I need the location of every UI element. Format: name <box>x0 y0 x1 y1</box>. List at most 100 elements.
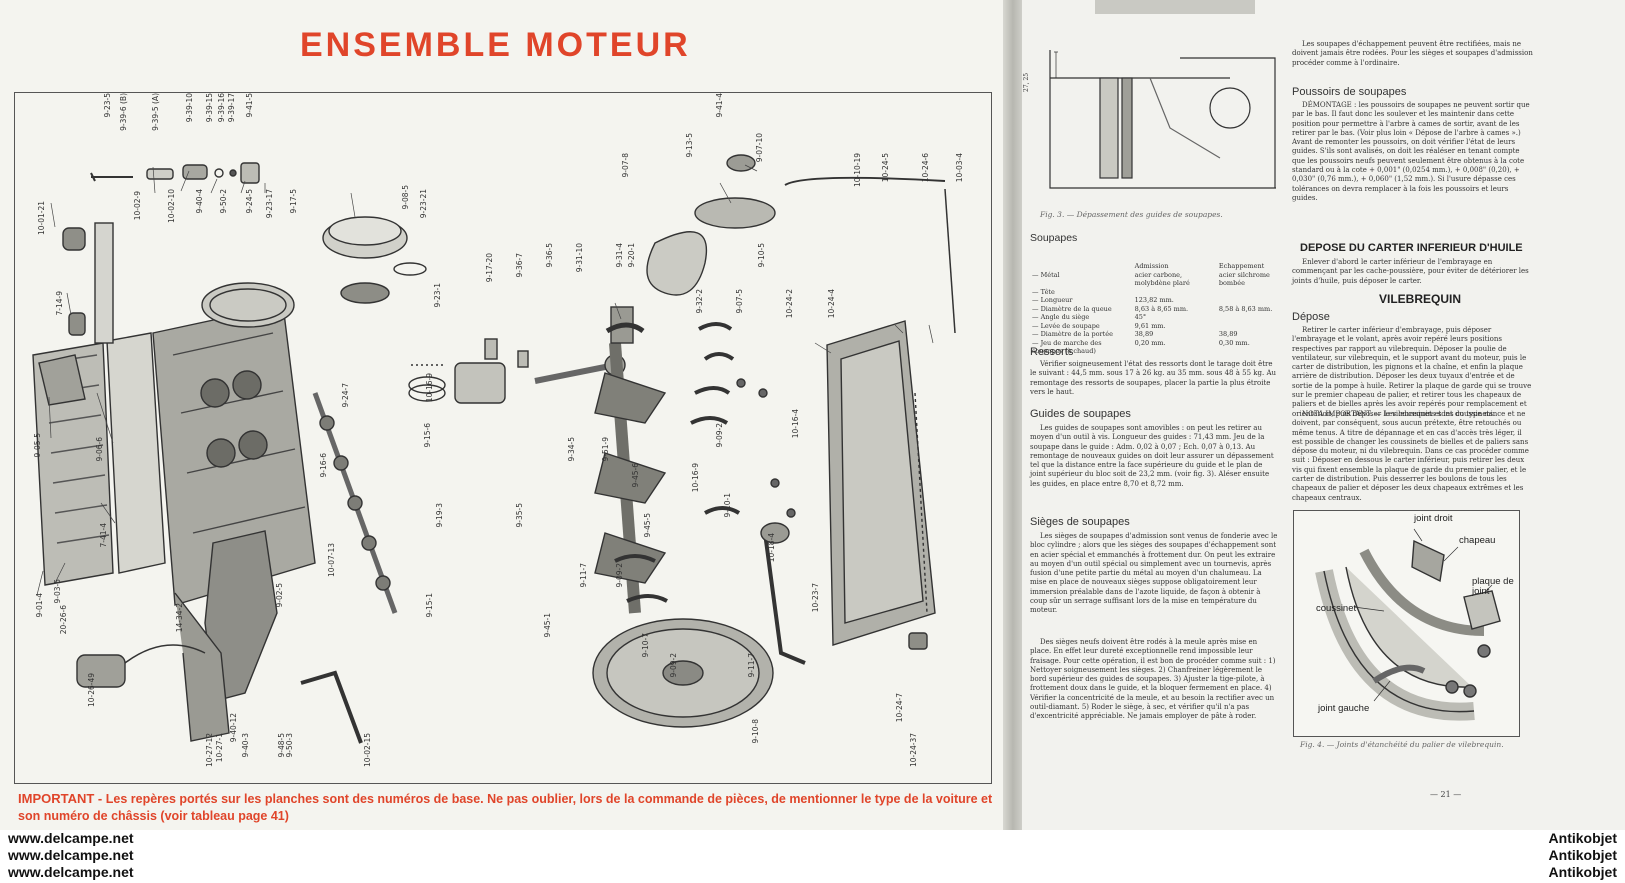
part-callout: 9-01-4 <box>35 593 44 618</box>
depose-text: Retirer le carter inférieur d'embrayage,… <box>1292 326 1532 418</box>
spec-cell-ech <box>1217 313 1288 322</box>
binding-clip <box>1095 0 1255 14</box>
part-callout: 10-24-2 <box>785 289 794 319</box>
col-admission: Admission <box>1134 262 1169 270</box>
part-callout: 9-19-3 <box>435 503 444 528</box>
spec-cell-adm <box>1133 288 1217 297</box>
spec-cell-adm: 0,20 mm. <box>1134 338 1166 347</box>
watermark-left-2: www.delcampe.net <box>8 847 134 863</box>
part-callout: 9-23-1 <box>433 283 442 308</box>
fig4-caption: Fig. 4. — Joints d'étanchéité du palier … <box>1300 740 1504 749</box>
important-lead: IMPORTANT - <box>18 791 103 806</box>
part-callout: 9-20-1 <box>627 243 636 268</box>
part-callout: 9-45-6 <box>631 463 640 488</box>
carter-text: Enlever d'abord le carter inférieur de l… <box>1292 258 1529 285</box>
watermark-right-2: Antikobjet <box>1548 847 1617 863</box>
part-callout: 10-02-9 <box>133 191 142 221</box>
spec-row: — Longueur 123,82 mm. <box>1030 296 1288 305</box>
part-callout: 10-26-49 <box>87 673 96 708</box>
fig3-caption: Fig. 3. — Dépassement des guides de soup… <box>1040 210 1223 219</box>
fig4-label-coussinet: coussinet <box>1316 603 1357 614</box>
part-callout: 9-36-5 <box>545 243 554 268</box>
col-echappement: Echappement <box>1218 262 1265 270</box>
spec-cell-ech <box>1217 288 1288 297</box>
part-callout: 9-32-2 <box>695 289 704 314</box>
part-callout: 9-10-5 <box>757 243 766 268</box>
part-callout: 9-09-2 <box>615 563 624 588</box>
part-callout: 9-39-17 <box>227 93 236 123</box>
part-callout: 9-24-7 <box>341 383 350 408</box>
part-callout: 9-45-5 <box>643 513 652 538</box>
fig3-dimension: 27, 25 <box>1023 72 1030 92</box>
part-callout: 9-31-10 <box>575 243 584 273</box>
part-callout: 9-09-2 <box>715 423 724 448</box>
part-callout: 10-03-4 <box>955 153 964 183</box>
spec-row: — Jeu de marche des soupapes (à chaud)0,… <box>1030 339 1288 356</box>
part-callout: 9-51-9 <box>601 437 610 462</box>
part-callout: 9-40-12 <box>229 713 238 743</box>
part-callout: 7-14-9 <box>55 291 64 316</box>
spec-cell-adm: 8,63 à 8,65 mm. <box>1134 304 1189 313</box>
part-callout: 9-39-6 (B) <box>119 93 128 131</box>
spec-cell-ech: 8,58 à 8,63 mm. <box>1218 304 1273 313</box>
poussoirs-text: DÉMONTAGE : les poussoirs de soupapes ne… <box>1292 101 1530 202</box>
spec-cell-adm: 123,82 mm. <box>1134 296 1174 304</box>
part-callout: 10-02-15 <box>363 733 372 768</box>
part-callout: 9-13-5 <box>685 133 694 158</box>
depose-heading: Dépose <box>1292 311 1330 323</box>
part-callout: 9-31-4 <box>615 243 624 268</box>
part-callout: 9-39-16 <box>217 93 226 123</box>
ressorts-text: Vérifier soigneusement l'état des ressor… <box>1030 360 1277 396</box>
part-callout: 9-08-5 <box>401 185 410 210</box>
part-callout: 9-11-7 <box>579 563 588 588</box>
sieges-heading: Sièges de soupapes <box>1030 516 1130 528</box>
part-callout: 9-09-2 <box>669 653 678 678</box>
part-callout: 9-07-5 <box>735 289 744 314</box>
part-callout: 9-11-7 <box>747 653 756 678</box>
spec-cell-adm: 9,61 mm. <box>1134 321 1166 330</box>
part-callout: 10-16-4 <box>791 409 800 439</box>
spec-cell-ech <box>1217 322 1288 331</box>
spec-header-row: Admission Echappement <box>1030 262 1288 271</box>
spec-cell-label: — Longueur <box>1032 296 1073 304</box>
part-callout: 14-34-2 <box>175 603 184 633</box>
part-callout: 9-50-3 <box>285 733 294 758</box>
part-callout: 9-45-1 <box>543 613 552 638</box>
part-callout: 9-40-3 <box>241 733 250 758</box>
part-callout: 9-39-5 (A) <box>151 93 160 131</box>
part-callout: 9-39-15 <box>205 93 214 123</box>
part-callout: 10-23-7 <box>811 583 820 613</box>
spec-cell-adm: acier carbone, molybdène plaré <box>1134 270 1190 288</box>
ressorts-heading: Ressorts <box>1030 346 1074 358</box>
poussoirs-heading: Poussoirs de soupapes <box>1292 86 1407 98</box>
spec-cell-label: — Tête <box>1032 287 1055 296</box>
watermark-right-3: Antikobjet <box>1548 864 1617 880</box>
spec-cell-adm: 45° <box>1134 313 1147 321</box>
part-callout: 9-05-5 <box>33 433 42 458</box>
part-callout: 9-07-10 <box>755 133 764 163</box>
part-callout: 9-35-5 <box>515 503 524 528</box>
part-callout: 10-16-9 <box>425 373 434 403</box>
part-callout: 10-18-4 <box>767 533 776 563</box>
spec-cell-ech: 38,89 <box>1218 330 1238 338</box>
nota-text: NOTA IMPORTANT. — Les coussinets sont du… <box>1292 410 1529 502</box>
part-callout: 10-24-37 <box>909 733 918 768</box>
part-callout: 9-15-6 <box>423 423 432 448</box>
part-callout: 9-23-17 <box>265 189 274 219</box>
part-callout: 9-10-8 <box>751 719 760 744</box>
part-callout: 9-07-8 <box>621 153 630 178</box>
bearing-drawing <box>1315 528 1501 721</box>
part-callout: 7-41-4 <box>99 523 108 548</box>
sieges-text-2: Des sièges neufs doivent être rodés à la… <box>1030 638 1276 721</box>
part-callout: 9-03-5 <box>53 579 62 604</box>
sieges-text: Les sièges de soupapes d'admission sont … <box>1030 532 1278 615</box>
carter-heading: DEPOSE DU CARTER INFERIEUR D'HUILE <box>1300 242 1523 254</box>
vilebrequin-heading: VILEBREQUIN <box>1379 292 1462 306</box>
page-title: ENSEMBLE MOTEUR <box>300 26 691 64</box>
watermark-footer: www.delcampe.net www.delcampe.net www.de… <box>0 830 1625 883</box>
spec-cell-label: — Diamètre de la portée <box>1032 330 1113 338</box>
